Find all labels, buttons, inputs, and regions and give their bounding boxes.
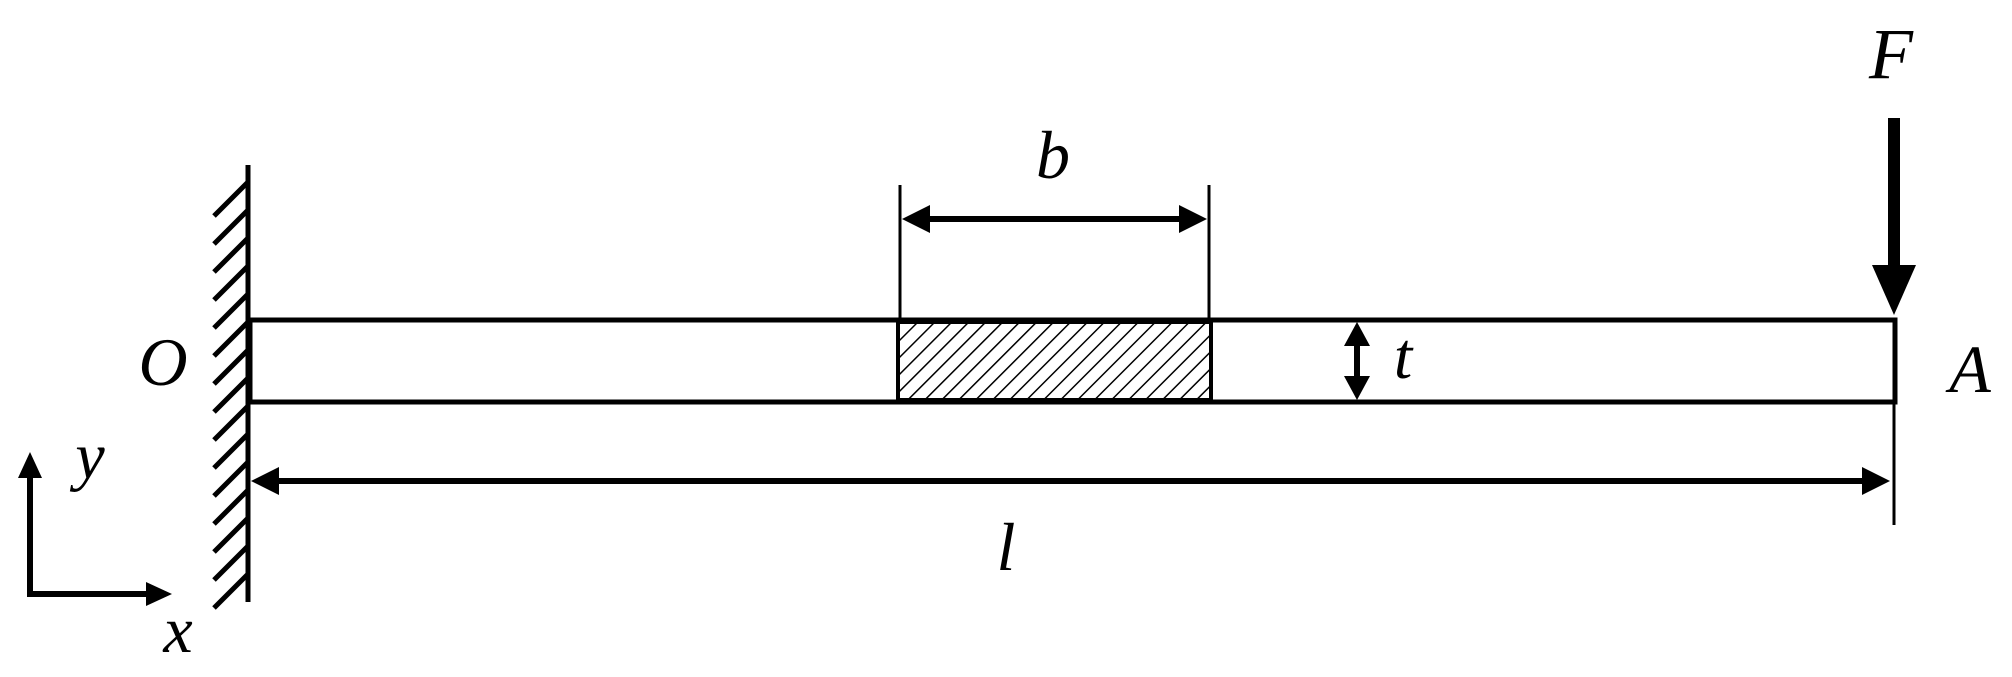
wall-hatch-stroke xyxy=(212,432,250,470)
dimension-b-arrow-left xyxy=(902,205,930,233)
wall-hatch-stroke xyxy=(212,320,250,358)
wall-hatching xyxy=(212,180,250,610)
hatched-segment xyxy=(896,320,1213,402)
wall-hatch-stroke xyxy=(212,544,250,582)
dimension-t-arrow-top xyxy=(1344,322,1370,346)
wall-hatch-stroke xyxy=(212,488,250,526)
wall-hatch-stroke xyxy=(212,264,250,302)
wall-hatch-stroke xyxy=(212,572,250,610)
label-axis-y: y xyxy=(69,420,105,493)
label-b: b xyxy=(1036,117,1070,193)
label-free-end: A xyxy=(1945,331,1991,407)
wall-hatch-stroke xyxy=(212,460,250,498)
label-t: t xyxy=(1394,320,1414,393)
label-axis-x: x xyxy=(162,594,192,667)
force-arrow xyxy=(1872,118,1916,315)
force-arrow-head xyxy=(1872,265,1916,315)
wall-hatch-stroke xyxy=(212,376,250,414)
label-l: l xyxy=(997,509,1016,585)
dimension-l-arrow-left xyxy=(251,467,279,495)
dimension-l xyxy=(251,400,1896,525)
wall-hatch-stroke xyxy=(212,348,250,386)
label-f: F xyxy=(1868,14,1914,94)
x-axis-arrow xyxy=(146,582,172,606)
fixed-wall-support xyxy=(212,165,251,610)
dimension-t xyxy=(1344,322,1370,400)
wall-hatch-stroke xyxy=(212,404,250,442)
dimension-l-arrow-right xyxy=(1862,467,1890,495)
y-axis-arrow xyxy=(18,452,42,478)
wall-hatch-stroke xyxy=(212,236,250,274)
dimension-t-arrow-bottom xyxy=(1344,376,1370,400)
wall-hatch-stroke xyxy=(212,180,250,218)
coordinate-axes xyxy=(18,452,172,606)
wall-hatch-stroke xyxy=(212,208,250,246)
label-origin: O xyxy=(138,324,187,400)
wall-hatch-stroke xyxy=(212,516,250,554)
wall-hatch-stroke xyxy=(212,292,250,330)
dimension-b-arrow-right xyxy=(1179,205,1207,233)
dimension-b xyxy=(898,185,1211,320)
